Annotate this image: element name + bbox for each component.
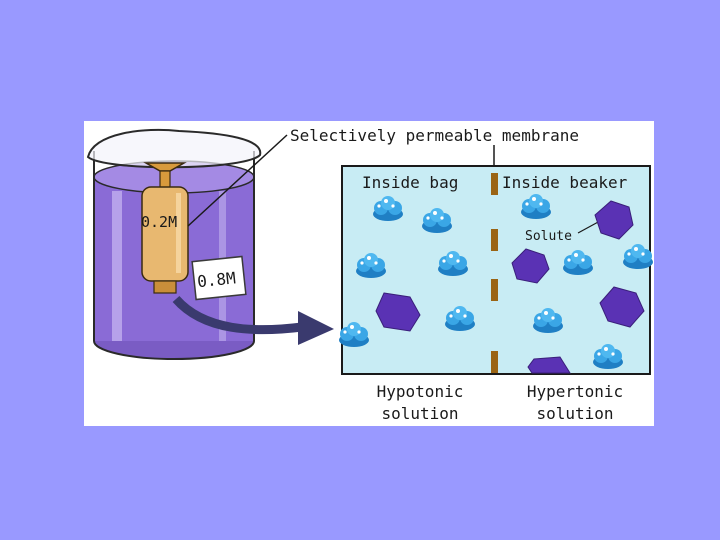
solute-hexagon-icon xyxy=(594,200,634,240)
right-caption-line1: Hypertonic xyxy=(527,382,623,401)
beaker-concentration-tag: 0.8M xyxy=(191,255,247,301)
zoom-arrow-head xyxy=(298,311,334,345)
beaker-rim xyxy=(86,128,262,169)
membrane-dashes xyxy=(491,173,498,373)
right-caption-line2: solution xyxy=(536,404,613,423)
zoomed-view: Inside bag Inside beaker Solute Hypotoni… xyxy=(339,165,653,423)
solute-hexagon-icon xyxy=(527,356,571,374)
bag-concentration-label: 0.2M xyxy=(141,213,177,231)
beaker-concentration-label: 0.8M xyxy=(196,268,236,291)
diagram-svg: 0.2M 0.8M Selectively permeable membrane… xyxy=(86,126,653,423)
inside-beaker-label: Inside beaker xyxy=(502,173,628,192)
inside-bag-label: Inside bag xyxy=(362,173,458,192)
dialysis-bag: 0.2M xyxy=(141,162,189,294)
osmosis-diagram: 0.2M 0.8M Selectively permeable membrane… xyxy=(84,121,654,426)
membrane-leader-line xyxy=(187,134,288,227)
solute-label: Solute xyxy=(525,229,572,244)
membrane-label: Selectively permeable membrane xyxy=(290,126,579,145)
solutes xyxy=(375,200,645,374)
zoom-arrow-body xyxy=(172,295,303,335)
solute-hexagon-icon xyxy=(375,292,421,332)
solute-hexagon-icon xyxy=(599,286,645,328)
solute-pointer xyxy=(577,220,601,234)
left-caption-line1: Hypotonic xyxy=(377,382,464,401)
left-caption-line2: solution xyxy=(381,404,458,423)
solute-hexagon-icon xyxy=(511,248,550,284)
